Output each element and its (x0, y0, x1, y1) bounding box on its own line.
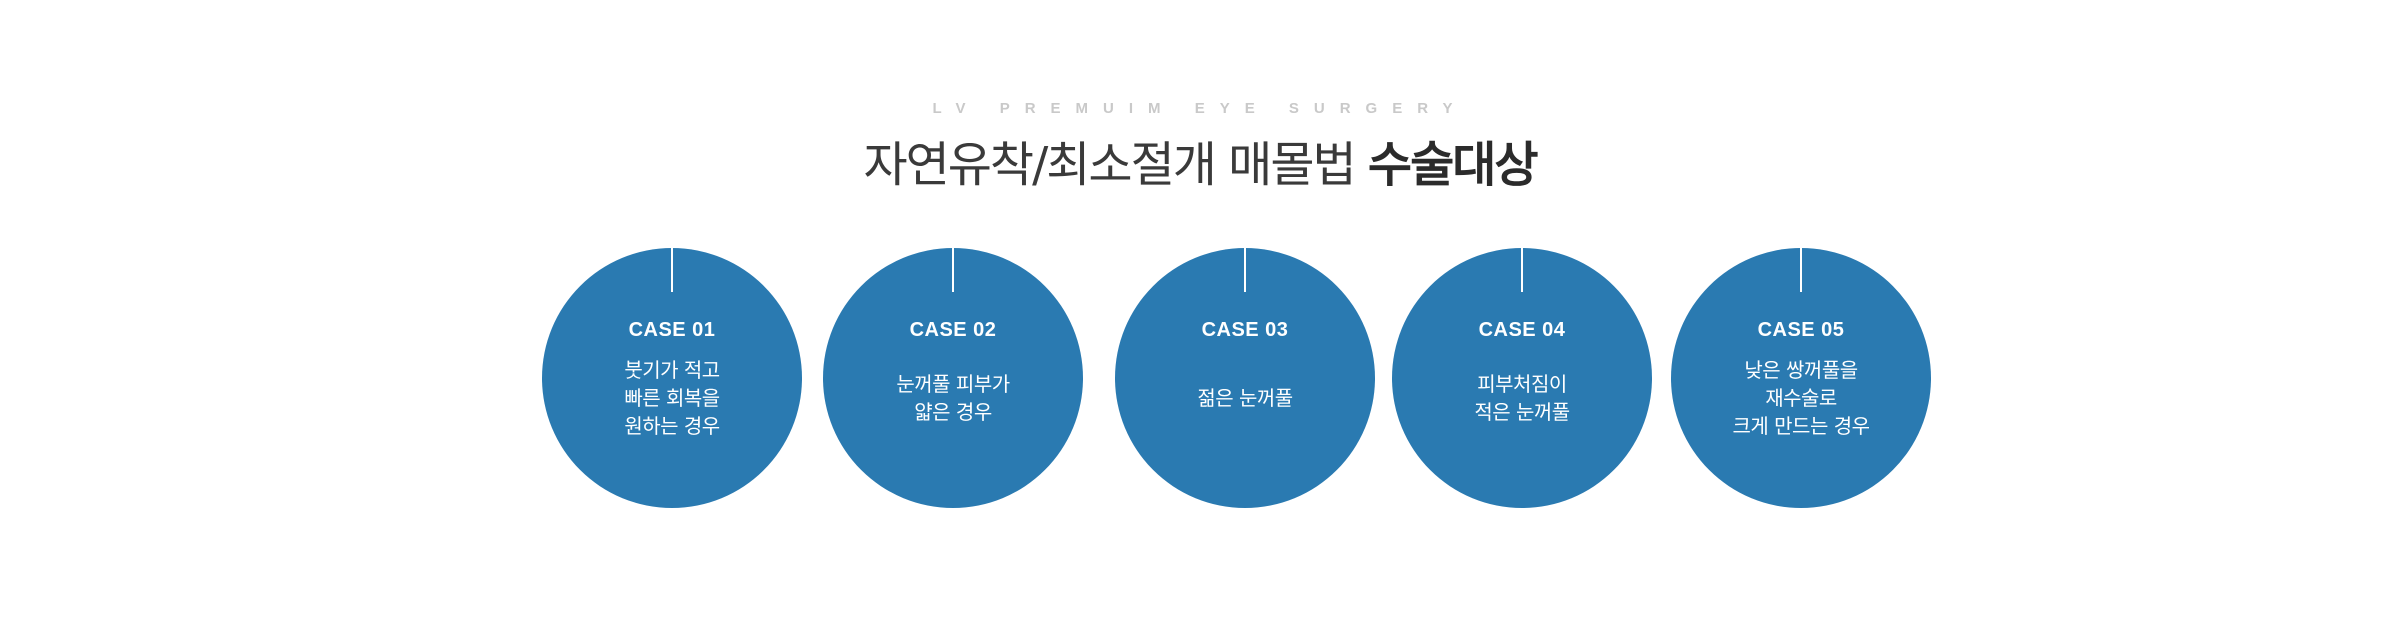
case-tick-mark (1800, 248, 1802, 292)
case-description-line: 붓기가 적고 (624, 358, 720, 382)
case-tick-mark (1521, 248, 1523, 292)
case-tick-mark (1244, 248, 1246, 292)
section-title: 자연유착/최소절개 매몰법 수술대상 (0, 133, 2400, 197)
case-description: 붓기가 적고 빠른 회복을 원하는 경우 (562, 356, 782, 440)
title-bold-text: 수술대상 (1367, 137, 1539, 193)
case-description-line: 크게 만드는 경우 (1732, 414, 1870, 438)
section-subtitle: LV PREMUIM EYE SURGERY (932, 100, 1468, 117)
case-description-line: 젊은 눈꺼풀 (1197, 386, 1293, 410)
case-circle-03: CASE 03 젊은 눈꺼풀 (1115, 248, 1375, 508)
case-label: CASE 04 (1478, 319, 1566, 341)
case-label: CASE 05 (1757, 319, 1845, 341)
case-circle-05: CASE 05 낮은 쌍꺼풀을 재수술로 크게 만드는 경우 (1671, 248, 1931, 508)
case-description-line: 재수술로 (1765, 386, 1837, 410)
case-circle-02: CASE 02 눈꺼풀 피부가 얇은 경우 (823, 248, 1083, 508)
case-description-line: 적은 눈꺼풀 (1474, 400, 1570, 424)
case-description-line: 눈꺼풀 피부가 (896, 372, 1010, 396)
case-description-line: 빠른 회복을 (624, 386, 720, 410)
case-description-line: 원하는 경우 (624, 414, 720, 438)
case-label: CASE 01 (628, 319, 716, 341)
case-description: 피부처짐이 적은 눈꺼풀 (1412, 370, 1632, 426)
case-description: 젊은 눈꺼풀 (1135, 384, 1355, 412)
case-description-line: 피부처짐이 (1477, 372, 1567, 396)
case-description-line: 낮은 쌍꺼풀을 (1744, 358, 1858, 382)
case-tick-mark (952, 248, 954, 292)
case-circle-04: CASE 04 피부처짐이 적은 눈꺼풀 (1392, 248, 1652, 508)
case-description: 낮은 쌍꺼풀을 재수술로 크게 만드는 경우 (1691, 356, 1911, 440)
case-tick-mark (671, 248, 673, 292)
case-description-line: 얇은 경우 (914, 400, 992, 424)
case-label: CASE 02 (909, 319, 997, 341)
case-label: CASE 03 (1201, 319, 1289, 341)
case-circle-01: CASE 01 붓기가 적고 빠른 회복을 원하는 경우 (542, 248, 802, 508)
title-light-text: 자연유착/최소절개 매몰법 (863, 137, 1368, 193)
case-description: 눈꺼풀 피부가 얇은 경우 (843, 370, 1063, 426)
